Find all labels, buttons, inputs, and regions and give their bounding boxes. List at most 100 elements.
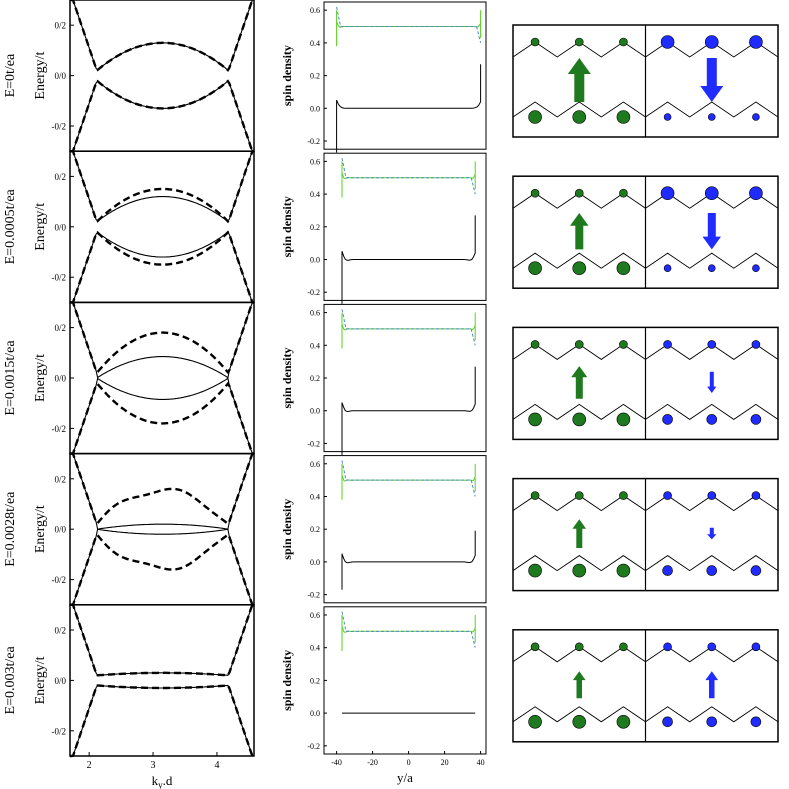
spin-ytick-label: 0.0: [310, 709, 320, 718]
band-ytick-label: 0/0: [54, 374, 66, 384]
schematic-panel: [512, 175, 779, 289]
band-structure-panels: 0/20/0-0/2Energy/tE=0t/ea0/20/0-0/2Energ…: [3, 0, 255, 789]
spin-ytick-label: 0.6: [310, 460, 320, 469]
band-dashed-curve: [70, 301, 254, 375]
spin-down-ribbon: [645, 186, 779, 273]
atom-top: [574, 37, 584, 47]
atom-top: [530, 188, 540, 198]
band-ytick-label: -0/2: [52, 122, 67, 132]
spin-ytick-label: 0.4: [310, 644, 320, 653]
schematic-panel: [512, 326, 779, 441]
spin-ytick-label: -0.2: [307, 439, 320, 448]
atom-top: [619, 340, 628, 349]
atom-top: [707, 491, 717, 500]
atom-top: [530, 491, 540, 500]
atom-top: [663, 491, 672, 500]
atom-top: [574, 491, 584, 500]
spin-ytick-label: 0.6: [310, 157, 320, 166]
field-label: E=0t/ea: [3, 53, 18, 97]
atom-top: [707, 642, 717, 652]
atom-bottom: [616, 261, 631, 276]
spin-ytick-label: 0.2: [310, 72, 320, 81]
arrow-up-icon: [571, 366, 588, 399]
band-dashed-curve: [70, 230, 254, 304]
atom-top: [749, 35, 763, 49]
spin-down-edge-left: [341, 158, 347, 178]
band-frame: [69, 604, 255, 757]
atom-top: [619, 37, 628, 47]
field-label: E=0.0005t/ea: [3, 188, 18, 264]
spin-ytick-label: 0.6: [310, 309, 320, 318]
schematic-panel: [512, 629, 779, 743]
spin-ytick-label: 0.2: [310, 676, 320, 685]
atom-bottom: [528, 563, 542, 578]
zigzag-edge-bottom: [512, 706, 646, 723]
spin-ylabel: spin density: [280, 650, 294, 711]
atom-top: [663, 340, 672, 349]
band-dashed-curve: [70, 684, 254, 758]
band-dashed-curve: [70, 79, 254, 153]
spin-ytick-label: 0.0: [310, 558, 320, 567]
band-ylabel: Energy/t: [33, 656, 48, 704]
spin-ytick-label: 0.6: [310, 6, 320, 15]
atom-top: [707, 340, 717, 349]
atom-bottom: [528, 110, 542, 124]
band-solid-curve: [70, 231, 254, 303]
band-xtick-label: 3: [151, 760, 156, 771]
atom-bottom: [616, 563, 631, 578]
atom-top: [619, 188, 628, 198]
band-ytick-label: 0/0: [54, 222, 66, 232]
arrow-up-icon: [572, 519, 587, 548]
atom-bottom: [750, 414, 762, 425]
spin-ytick-label: 0.0: [310, 104, 320, 113]
spin-down-edge-right: [470, 328, 476, 346]
spin-frame: [323, 303, 487, 453]
atom-bottom: [662, 414, 673, 425]
arrow-down-icon: [702, 213, 721, 250]
atom-bottom: [572, 261, 587, 276]
atom-bottom: [707, 264, 716, 273]
zigzag-edge-bottom: [645, 252, 779, 269]
atom-bottom: [528, 714, 542, 729]
spin-down-edge-left: [336, 6, 342, 27]
spin-ytick-label: 0.4: [310, 39, 320, 48]
spin-down-edge-right: [476, 26, 482, 44]
spin-down-ribbon: [645, 642, 779, 728]
field-label: E=0.0015t/ea: [3, 340, 18, 416]
spin-ytick-label: 0.2: [310, 525, 320, 534]
band-ylabel: Energy/t: [33, 52, 48, 100]
atom-top: [660, 186, 675, 200]
spin-down-edge-right: [470, 480, 476, 497]
spin-down-edge-left: [341, 309, 347, 330]
spin-ytick-label: 0.4: [310, 341, 320, 350]
arrow-down-icon: [707, 371, 717, 393]
spin-up-ribbon: [512, 37, 646, 124]
atom-top: [574, 188, 584, 198]
band-ylabel: Energy/t: [33, 354, 48, 402]
polarization-line: [341, 530, 476, 590]
atom-top: [574, 642, 584, 652]
band-solid-curve: [70, 150, 254, 223]
band-ylabel: Energy/t: [33, 203, 48, 251]
band-frame: [69, 150, 255, 304]
atom-bottom: [663, 264, 672, 273]
band-solid-curve: [70, 684, 254, 757]
band-ytick-label: 0/2: [54, 474, 66, 484]
spin-down-edge-left: [341, 460, 347, 481]
spin-xtick-label: -20: [367, 758, 378, 767]
atom-bottom: [752, 264, 760, 273]
band-solid-curve: [70, 604, 254, 676]
atom-bottom: [750, 716, 762, 728]
atom-bottom: [662, 565, 673, 576]
spin-xlabel: y/a: [397, 770, 413, 785]
atom-bottom: [616, 110, 631, 124]
spin-up-ribbon: [512, 642, 646, 729]
band-ytick-label: -0/2: [52, 424, 67, 434]
atom-top: [530, 37, 540, 47]
band-ytick-label: -0/2: [52, 273, 67, 283]
atom-top: [574, 340, 584, 349]
